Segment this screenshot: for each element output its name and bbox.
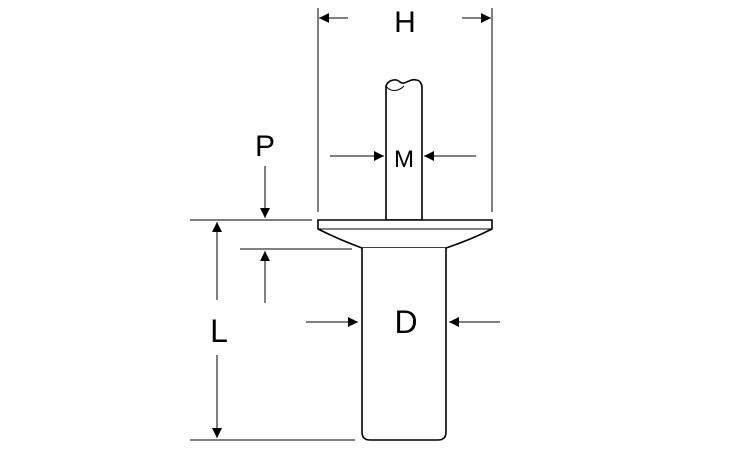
rivet-body xyxy=(361,248,447,441)
p-label: P xyxy=(255,130,275,163)
mandrel xyxy=(385,78,423,221)
mandrel-break xyxy=(385,85,405,91)
d-label: D xyxy=(394,304,417,340)
h-label: H xyxy=(394,6,416,39)
m-label: M xyxy=(394,146,414,173)
l-label: L xyxy=(210,313,228,349)
rivet-head xyxy=(317,219,493,249)
